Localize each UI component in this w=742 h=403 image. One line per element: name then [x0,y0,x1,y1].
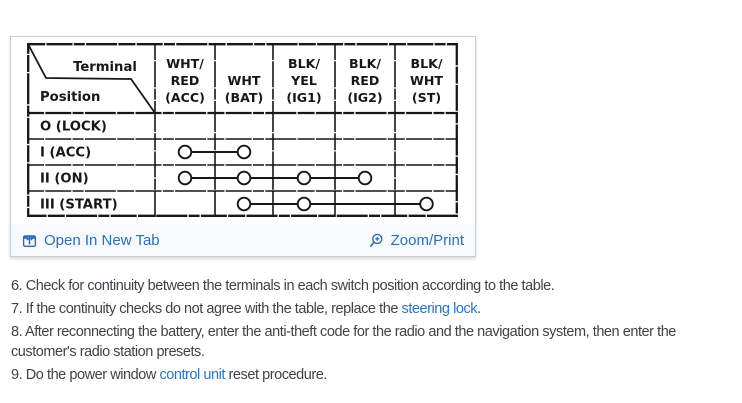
column-header-text: (BAT) [225,90,263,105]
column-header-text: RED [171,73,200,88]
column-header-text: WHT [410,73,443,88]
terminal-contact-dot [296,196,312,212]
instruction-text: 6. Check for continuity between the term… [11,278,555,294]
terminal-contact-dot [177,170,193,186]
table-outer-border [27,43,458,217]
instruction-text: . [477,301,481,317]
terminal-contact-dot [357,170,373,186]
terminal-contact-dot [236,196,252,212]
terminal-contact-dot [236,144,252,160]
steering-lock-link[interactable]: steering lock [401,301,478,317]
terminal-contact-dot [296,170,312,186]
column-header-text: RED [351,73,380,88]
open-in-new-tab-icon[interactable] [22,233,37,248]
terminal-corner-label: Terminal [73,60,137,75]
column-header-text: BLK/ [411,56,443,71]
viewer-toolbar: Open In New Tab Zoom/Print [11,224,475,256]
open-in-new-tab-button[interactable]: Open In New Tab [22,232,160,249]
column-header-text: BLK/ [288,56,320,71]
column-header-text: (IG1) [286,90,321,105]
instruction-text: reset procedure. [224,367,328,383]
control-unit-link[interactable]: control unit [159,367,225,383]
instruction-step: 6. Check for continuity between the term… [8,276,735,296]
zoom-print-button[interactable]: Zoom/Print [369,232,464,249]
row-label: I (ACC) [40,146,91,161]
terminal-contact-dot [177,144,193,160]
terminal-contact-dot [236,170,252,186]
column-header-text: (ST) [412,90,441,105]
column-header-text: WHT/ [166,56,204,71]
row-label: II (ON) [40,172,89,187]
column-header-text: (ACC) [165,90,205,105]
position-corner-label: Position [40,90,100,105]
column-header-text: WHT [227,73,260,88]
instruction-text: 9. Do the power window [11,367,160,383]
column-header-text: YEL [290,73,317,88]
column-header-text: BLK/ [349,56,381,71]
instruction-text: 8. After reconnecting the battery, enter… [11,324,676,360]
row-label: O (LOCK) [40,120,107,135]
open-in-new-tab-label[interactable]: Open In New Tab [44,231,160,249]
instruction-step: 8. After reconnecting the battery, enter… [8,322,735,362]
terminal-contact-dot [419,196,434,212]
zoom-print-label[interactable]: Zoom/Print [390,231,464,249]
instruction-step: 7. If the continuity checks do not agree… [8,299,735,319]
instruction-step: 9. Do the power window control unit rese… [8,365,735,385]
instructions: 6. Check for continuity between the term… [8,276,735,388]
instruction-text: 7. If the continuity checks do not agree… [11,301,402,317]
corner-diagonal-divider [27,43,156,114]
row-label: III (START) [40,198,118,213]
column-header-text: (IG2) [347,90,382,105]
zoom-magnifier-plus-icon[interactable] [369,233,384,248]
